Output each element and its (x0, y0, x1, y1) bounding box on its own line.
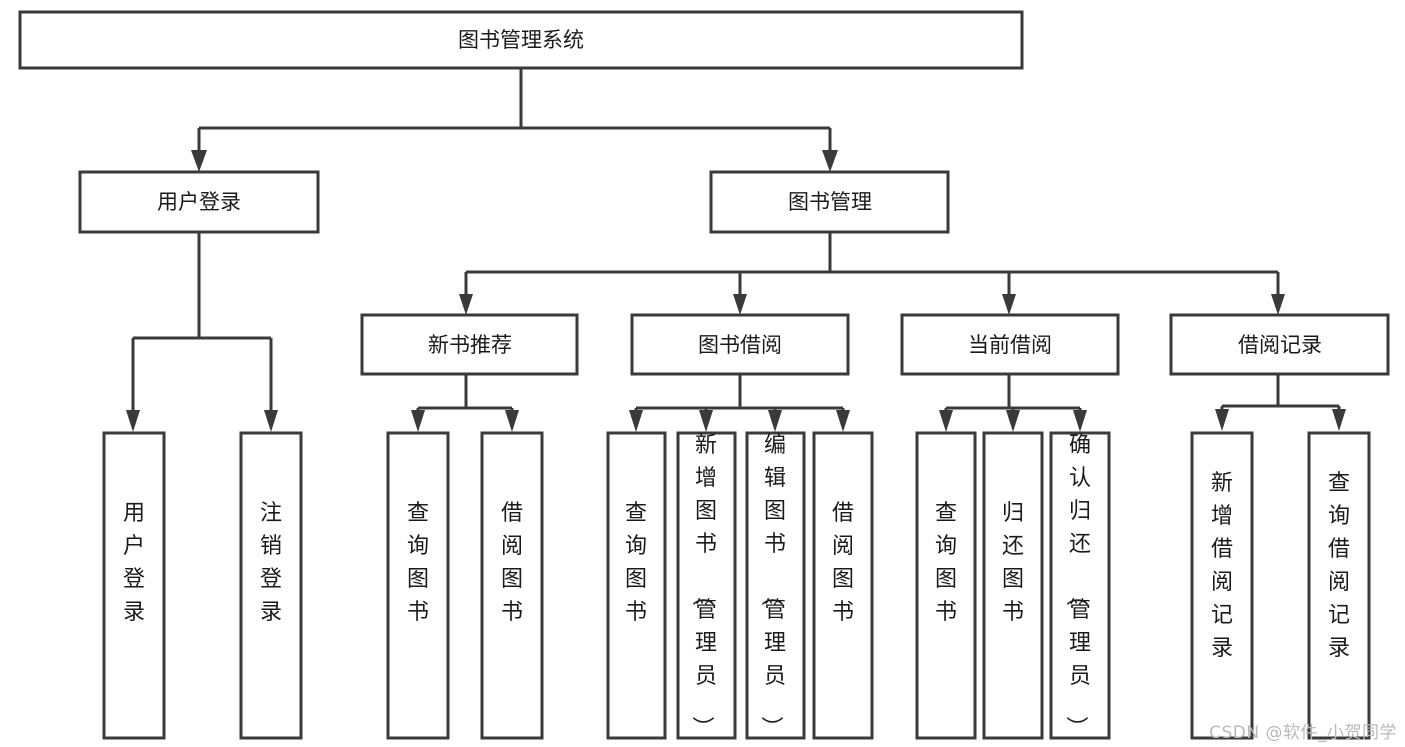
node-bookmgmt-box[interactable] (709, 170, 950, 234)
connector-group-login (126, 232, 278, 432)
node-newbook-box[interactable] (360, 313, 579, 376)
arrow-head-nb-leaf1 (411, 410, 425, 432)
node-leaf-bw-edit-box[interactable] (745, 431, 806, 740)
node-leaf-bw-query[interactable]: 查询图书 (606, 431, 667, 740)
arrow-head-cu-leaf2 (1006, 410, 1020, 432)
node-leaf-user-login-label: 用户登录 (123, 501, 145, 625)
node-login-label: 用户登录 (157, 190, 241, 214)
arrow-head-current (1002, 294, 1016, 315)
arrow-head-records (1271, 294, 1285, 315)
node-borrow-label: 图书借阅 (698, 333, 782, 357)
node-current[interactable]: 当前借阅 (900, 313, 1120, 376)
node-leaf-rc-add[interactable]: 新增借阅记录 (1190, 431, 1254, 740)
arrow-head-borrow (733, 294, 747, 315)
node-leaf-bw-add[interactable]: 新增图书（管理员） (676, 431, 737, 740)
arrow-head-login-leaf2 (264, 410, 278, 432)
node-borrow-box[interactable] (630, 313, 850, 376)
arrow-head-nb-leaf2 (505, 410, 519, 432)
node-leaf-cu-confirm-box[interactable] (1049, 431, 1111, 740)
arrow-head-bw-leaf4 (836, 410, 850, 432)
node-root[interactable]: 图书管理系统 (18, 10, 1024, 70)
arrow-head-to-bookmgmt (822, 150, 838, 172)
node-bookmgmt[interactable]: 图书管理 (709, 170, 950, 234)
node-current-label: 当前借阅 (968, 333, 1052, 357)
node-leaf-rc-query-label: 查询借阅记录 (1328, 471, 1350, 661)
node-newbook-label: 新书推荐 (428, 333, 512, 357)
node-leaf-rc-query[interactable]: 查询借阅记录 (1307, 431, 1371, 740)
connector-group-root (191, 68, 838, 172)
node-records-label: 借阅记录 (1238, 333, 1322, 357)
node-leaf-user-logout-label: 注销登录 (260, 501, 282, 625)
node-leaf-bw-add-box[interactable] (676, 431, 737, 740)
node-leaf-bw-borrow-box[interactable] (812, 431, 874, 740)
arrow-head-bw-leaf3 (768, 410, 782, 432)
node-leaf-nb-query-box[interactable] (386, 431, 450, 740)
arrow-head-bw-leaf2 (699, 410, 713, 432)
node-leaf-nb-query-label: 查询图书 (407, 501, 429, 625)
node-newbook[interactable]: 新书推荐 (360, 313, 579, 376)
node-bookmgmt-label: 图书管理 (788, 190, 872, 214)
arrow-head-login-leaf1 (126, 410, 140, 432)
arrow-head-cu-leaf3 (1073, 410, 1087, 432)
node-leaf-nb-borrow[interactable]: 借阅图书 (480, 431, 544, 740)
arrow-head-bw-leaf1 (629, 410, 643, 432)
node-leaf-cu-confirm[interactable]: 确认归还（管理员） (1049, 431, 1111, 740)
arrow-head-rc-leaf2 (1332, 409, 1346, 431)
connector-group-borrow (629, 374, 850, 432)
arrow-head-to-login (191, 150, 207, 172)
node-leaf-cu-confirm-label: 确认归还（管理员） (1063, 433, 1091, 738)
arrow-head-newbook (459, 294, 473, 315)
node-leaf-rc-query-box[interactable] (1307, 431, 1371, 740)
node-borrow[interactable]: 图书借阅 (630, 313, 850, 376)
node-leaf-cu-query-label: 查询图书 (935, 501, 957, 625)
node-leaf-cu-return-box[interactable] (982, 431, 1044, 740)
node-leaf-bw-query-label: 查询图书 (625, 501, 647, 625)
node-leaf-rc-add-box[interactable] (1190, 431, 1254, 740)
node-root-box[interactable] (18, 10, 1024, 70)
node-records-box[interactable] (1169, 313, 1390, 376)
node-leaf-user-login-box[interactable] (102, 431, 166, 740)
arrow-head-cu-leaf1 (939, 410, 953, 432)
connector-group-newbook (411, 374, 519, 432)
node-leaf-rc-add-label: 新增借阅记录 (1211, 471, 1233, 661)
node-leaf-nb-borrow-label: 借阅图书 (501, 501, 523, 625)
node-leaf-bw-edit[interactable]: 编辑图书（管理员） (745, 431, 806, 740)
connector-group-current (939, 374, 1087, 432)
node-leaf-bw-borrow-label: 借阅图书 (832, 501, 854, 625)
node-leaf-cu-query[interactable]: 查询图书 (915, 431, 977, 740)
node-leaf-bw-query-box[interactable] (606, 431, 667, 740)
node-leaf-cu-return-label: 归还图书 (1002, 501, 1024, 625)
node-leaf-bw-add-label: 新增图书（管理员） (689, 433, 717, 738)
node-leaf-user-logout[interactable]: 注销登录 (239, 431, 303, 740)
node-leaf-cu-query-box[interactable] (915, 431, 977, 740)
node-leaf-user-login[interactable]: 用户登录 (102, 431, 166, 740)
node-leaf-user-logout-box[interactable] (239, 431, 303, 740)
arrow-head-rc-leaf1 (1215, 409, 1229, 431)
node-current-box[interactable] (900, 313, 1120, 376)
node-login[interactable]: 用户登录 (78, 170, 320, 234)
node-leaf-bw-borrow[interactable]: 借阅图书 (812, 431, 874, 740)
node-leaf-cu-return[interactable]: 归还图书 (982, 431, 1044, 740)
node-records[interactable]: 借阅记录 (1169, 313, 1390, 376)
node-leaf-bw-edit-label: 编辑图书（管理员） (758, 433, 786, 738)
connector-group-records (1215, 374, 1346, 431)
connector-group-bookmgmt (459, 232, 1285, 315)
node-leaf-nb-query[interactable]: 查询图书 (386, 431, 450, 740)
node-login-box[interactable] (78, 170, 320, 234)
node-root-label: 图书管理系统 (458, 28, 584, 52)
node-leaf-nb-borrow-box[interactable] (480, 431, 544, 740)
